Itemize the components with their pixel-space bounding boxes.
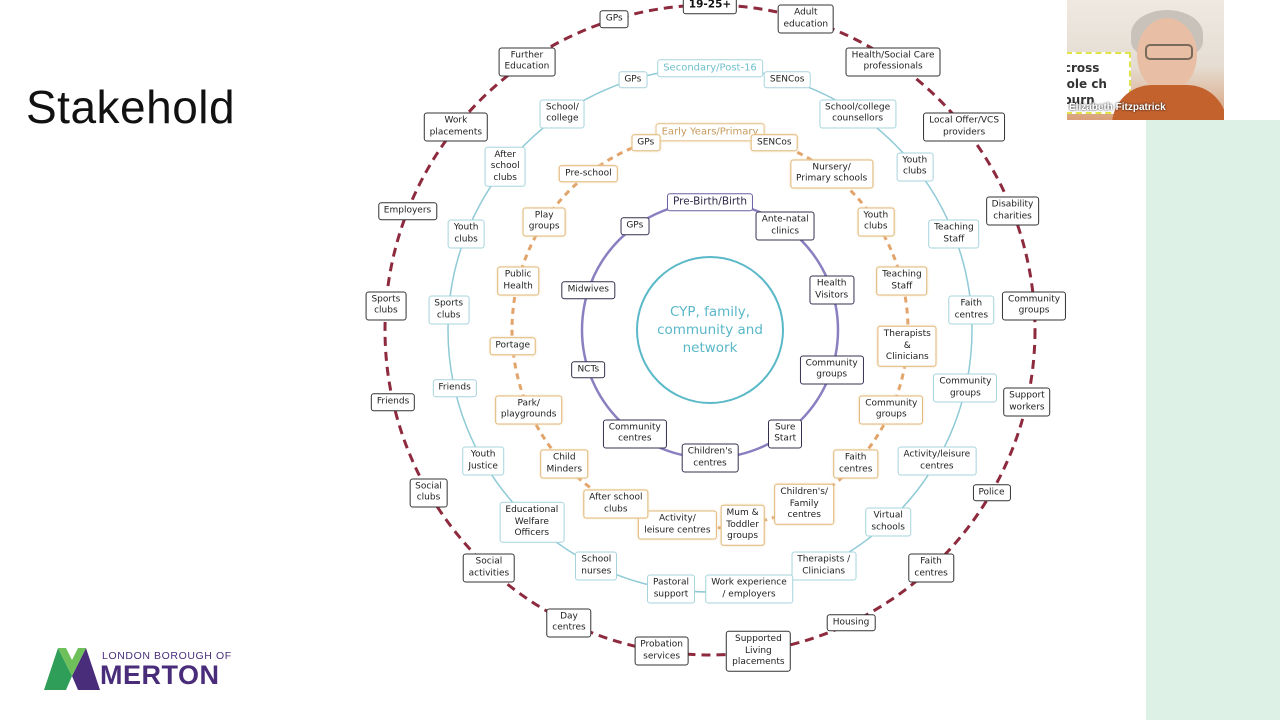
stakeholder-label: NCTs	[571, 360, 606, 379]
stakeholder-label: Child Minders	[540, 449, 589, 479]
decorative-panel	[1146, 120, 1280, 720]
logo-line-2: MERTON	[100, 660, 220, 690]
ring-heading: Early Years/Primary	[655, 123, 765, 141]
stakeholder-label: Supported Living placements	[726, 631, 791, 672]
stakeholder-label: School/college counsellors	[819, 99, 897, 128]
stakeholder-label: Faith centres	[948, 295, 995, 325]
stakeholder-label: Health/Social Care professionals	[845, 47, 941, 76]
stakeholder-label: Support workers	[1003, 387, 1051, 417]
stakeholder-label: Employers	[377, 202, 438, 221]
stakeholder-label: Friends	[370, 393, 416, 412]
participant-body	[1112, 85, 1224, 120]
stakeholder-label: Work placements	[423, 112, 489, 142]
stakeholder-label: Portage	[489, 337, 536, 356]
stakeholder-label: Social activities	[462, 553, 516, 583]
stakeholder-label: Therapists / Clinicians	[791, 551, 857, 581]
stakeholder-label: GPs	[631, 133, 661, 152]
stakeholder-label: Children's/ Family centres	[774, 483, 835, 525]
stakeholder-label: Community groups	[933, 373, 998, 403]
stakeholder-label: Youth clubs	[447, 219, 485, 249]
stakeholder-label: Police	[972, 483, 1011, 502]
stakeholder-label: Pastoral support	[647, 574, 695, 604]
stakeholder-label: Faith centres	[908, 553, 954, 583]
center-circle	[636, 256, 784, 404]
stakeholder-label: Educational Welfare Officers	[499, 501, 565, 543]
stakeholder-label: Ante-natal clinics	[755, 211, 815, 241]
stakeholder-label: Disability charities	[985, 196, 1040, 226]
stakeholder-label: Play groups	[522, 207, 566, 237]
stakeholder-label: After school clubs	[484, 146, 526, 187]
stakeholder-label: Children's centres	[681, 443, 739, 473]
ring-heading: Pre-Birth/Birth	[666, 193, 754, 211]
stakeholder-label: Social clubs	[409, 478, 448, 507]
stakeholder-label: Mum & Toddler groups	[720, 505, 765, 546]
stakeholder-label: Housing	[826, 614, 876, 632]
webcam-video[interactable]: Across whole ch journ Elizabeth Fitzpatr…	[1067, 0, 1224, 120]
stakeholder-label: Sure Start	[768, 419, 803, 449]
stakeholder-label: Sports clubs	[365, 291, 407, 321]
stakeholder-label: Community groups	[1002, 291, 1067, 321]
participant-glasses	[1145, 44, 1193, 60]
stakeholder-label: Adult education	[777, 4, 835, 34]
stakeholder-label: Community groups	[859, 395, 924, 424]
stakeholder-label: Local Offer/VCS providers	[923, 112, 1006, 142]
stakeholder-label: Community centres	[602, 419, 667, 449]
stakeholder-label: Activity/leisure centres	[897, 446, 977, 476]
stakeholder-label: Day centres	[546, 608, 592, 638]
logo-line-1: LONDON BOROUGH OF	[102, 650, 232, 662]
stakeholder-label: School/ college	[539, 99, 585, 128]
stakeholder-label: Pre-school	[559, 165, 618, 183]
stakeholder-label: Probation services	[634, 636, 689, 666]
stakeholder-label: Youth clubs	[857, 207, 895, 237]
stakeholder-label: Faith centres	[832, 449, 879, 479]
stakeholder-label: Virtual schools	[865, 507, 911, 537]
sticky-note-text: Across whole ch journ	[1067, 61, 1107, 107]
diagram-center-label: CYP, family, community and network	[657, 304, 763, 356]
stakeholder-label: Sports clubs	[428, 295, 470, 325]
stakeholder-label: GPs	[599, 10, 629, 29]
stakeholder-label: GPs	[620, 217, 650, 236]
stakeholder-label: Activity/ leisure centres	[638, 510, 717, 540]
stakeholder-label: Work experience / employers	[705, 574, 793, 604]
merton-logo-icon	[44, 648, 100, 690]
stakeholder-label: Health Visitors	[809, 275, 855, 305]
stakeholder-label: Youth Justice	[462, 446, 504, 476]
participant-name: Elizabeth Fitzpatrick	[1069, 102, 1166, 113]
stakeholder-label: Midwives	[561, 281, 615, 300]
stakeholder-label: Teaching Staff	[928, 219, 980, 249]
stakeholder-label: Youth clubs	[896, 152, 934, 182]
stakeholder-label: Public Health	[497, 266, 539, 296]
stakeholder-label: GPs	[618, 70, 648, 89]
stakeholder-label: Further Education	[498, 47, 556, 76]
stakeholder-label: Teaching Staff	[876, 266, 928, 296]
slide-title: Stakehold	[26, 81, 236, 133]
stakeholder-label: SENCos	[763, 70, 811, 89]
stakeholder-label: Therapists & Clinicians	[877, 326, 937, 367]
stakeholder-label: Park/ playgrounds	[494, 395, 563, 424]
ring-heading: Secondary/Post-16	[657, 59, 763, 77]
ring-heading: 19-25+	[682, 0, 738, 14]
stakeholder-label: Friends	[432, 379, 477, 398]
stakeholder-label: School nurses	[575, 551, 618, 581]
stakeholder-label: SENCos	[750, 133, 798, 152]
stakeholder-label: Nursery/ Primary schools	[790, 159, 874, 189]
stakeholder-label: Community groups	[799, 355, 864, 385]
stakeholder-label: After school clubs	[583, 489, 649, 519]
